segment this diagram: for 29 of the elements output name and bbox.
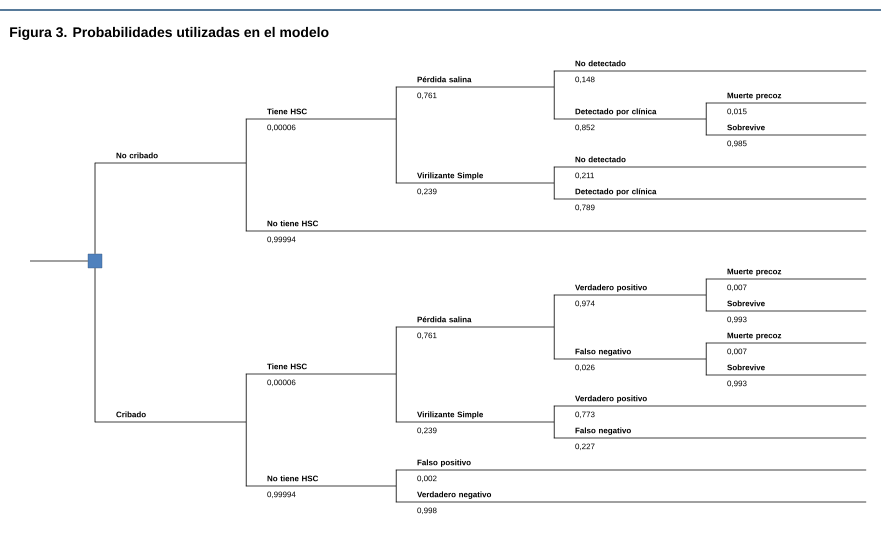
tree-connector <box>553 166 555 184</box>
tree-connector <box>94 268 96 422</box>
tree-connector <box>395 470 397 486</box>
tree-connector <box>553 406 555 422</box>
tree-connector <box>553 422 555 438</box>
tree-connector <box>245 374 247 422</box>
tree-connector <box>553 86 555 120</box>
tree-connector <box>705 342 707 360</box>
tree-connector <box>553 70 555 88</box>
tree-connector <box>395 118 397 184</box>
tree-connector <box>395 86 397 120</box>
tree-connector <box>705 102 707 120</box>
tree-connector <box>245 118 247 164</box>
tree-connector <box>245 162 247 232</box>
tree-connector <box>705 118 707 136</box>
tree-connector <box>395 374 397 422</box>
decision-square <box>88 254 102 268</box>
tree-connector <box>705 358 707 376</box>
tree-connector <box>395 326 397 374</box>
tree-connector <box>705 294 707 312</box>
tree-connector <box>245 422 247 486</box>
tree-connector <box>30 260 88 262</box>
figure-title: Figura 3. Probabilidades utilizadas en el modelo <box>10 26 329 40</box>
tree-connector <box>705 278 707 296</box>
tree-connector <box>395 486 397 502</box>
tree-connector <box>553 326 555 360</box>
tree-connector <box>94 162 96 254</box>
tree-connector <box>553 182 555 200</box>
tree-connector <box>553 294 555 328</box>
